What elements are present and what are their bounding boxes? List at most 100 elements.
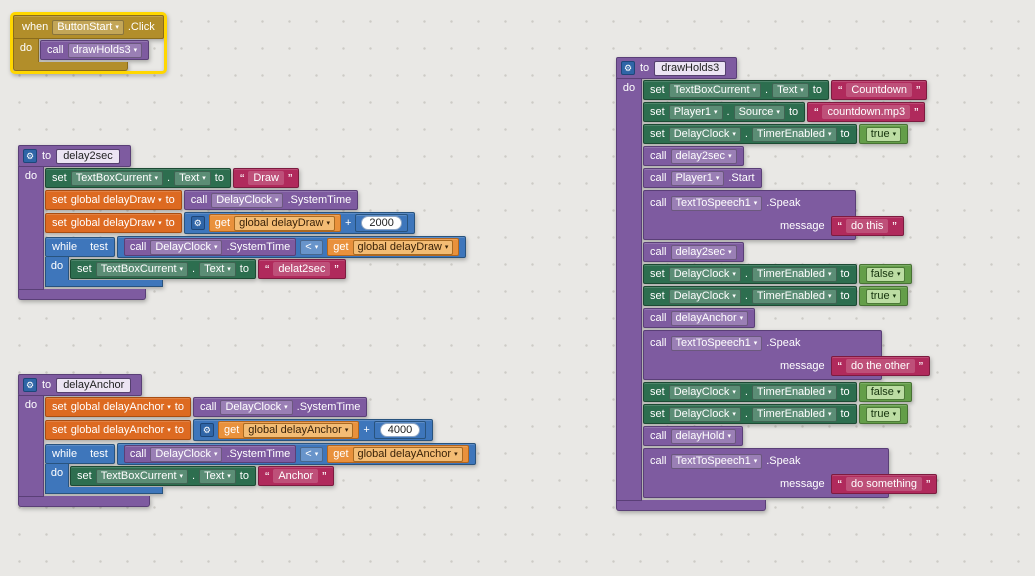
true-dropdown[interactable]: true▾	[865, 126, 902, 142]
delayclock-dropdown[interactable]: DelayClock▾	[668, 288, 741, 304]
timerenabled-dropdown[interactable]: TimerEnabled▾	[751, 266, 837, 282]
text-field[interactable]: do this	[845, 219, 889, 233]
mutator-gear-icon[interactable]: ⚙	[23, 378, 37, 392]
mathnum-block[interactable]: 2000	[355, 214, 408, 232]
player1-dropdown[interactable]: Player1▾	[670, 170, 725, 186]
procedure-name-field[interactable]: delayAnchor	[56, 377, 132, 393]
mutator-gear-icon[interactable]: ⚙	[199, 423, 214, 437]
global-delaydraw-dropdown[interactable]: global delayDraw▾	[71, 216, 162, 231]
logic-block[interactable]: true▾	[858, 124, 909, 144]
source-dropdown[interactable]: Source▾	[733, 104, 785, 120]
delayclock-dropdown[interactable]: DelayClock▾	[220, 399, 293, 415]
text-string-block[interactable]: “countdown.mp3”	[807, 102, 926, 122]
true-dropdown[interactable]: true▾	[865, 288, 902, 304]
timerenabled-dropdown[interactable]: TimerEnabled▾	[751, 384, 837, 400]
delay2sec-dropdown[interactable]: delay2sec▾	[670, 148, 737, 164]
text-dropdown[interactable]: Text▾	[199, 261, 236, 277]
text-field[interactable]: Anchor	[273, 469, 319, 483]
buttonstart-dropdown[interactable]: ButtonStart▾	[52, 19, 124, 35]
global-delaydraw-dropdown[interactable]: global delayDraw▾	[234, 215, 335, 231]
procedure-name-field[interactable]: drawHolds3	[654, 60, 727, 76]
timerenabled-dropdown[interactable]: TimerEnabled▾	[751, 126, 837, 142]
delayanchor-dropdown[interactable]: delayAnchor▾	[670, 310, 749, 326]
global-delayanchor-dropdown[interactable]: global delayAnchor▾	[71, 400, 171, 415]
global-delayanchor-dropdown[interactable]: global delayAnchor▾	[71, 423, 171, 438]
mutator-gear-icon[interactable]: ⚙	[621, 61, 635, 75]
logic-block[interactable]: true▾	[858, 286, 909, 306]
text-string-block[interactable]: “delat2sec”	[257, 259, 346, 279]
text-dropdown[interactable]: Text▾	[199, 468, 236, 484]
text-dropdown[interactable]: Text▾	[174, 170, 211, 186]
delayclock-dropdown[interactable]: DelayClock▾	[668, 126, 741, 142]
text-field[interactable]: do the other	[845, 359, 915, 373]
global-delayanchor-dropdown[interactable]: global delayAnchor▾	[352, 446, 463, 462]
text-string-block[interactable]: “do something”	[830, 474, 938, 494]
text-field[interactable]: do something	[845, 477, 923, 491]
textboxcurrent-dropdown[interactable]: TextBoxCurrent▾	[95, 261, 189, 277]
false-dropdown[interactable]: false▾	[865, 384, 906, 400]
text-string-block[interactable]: “do this”	[830, 216, 904, 236]
delayclock-dropdown[interactable]: DelayClock▾	[668, 266, 741, 282]
texttospeech1-dropdown[interactable]: TextToSpeech1▾	[670, 195, 763, 211]
text-field[interactable]: delat2sec	[273, 262, 331, 276]
texttospeech1-dropdown[interactable]: TextToSpeech1▾	[670, 335, 763, 351]
textboxcurrent-dropdown[interactable]: TextBoxCurrent▾	[70, 170, 164, 186]
delay2sec-dropdown[interactable]: delay2sec▾	[670, 244, 737, 260]
texttospeech1-dropdown[interactable]: TextToSpeech1▾	[670, 453, 763, 469]
item-dropdown[interactable]: <▾	[300, 239, 324, 255]
true-dropdown[interactable]: true▾	[865, 406, 902, 422]
delayclock-dropdown[interactable]: DelayClock▾	[668, 406, 741, 422]
logic-block[interactable]: true▾	[858, 404, 909, 424]
text-string-block[interactable]: “Countdown”	[830, 80, 928, 100]
logic-block[interactable]: false▾	[858, 382, 913, 402]
text-string-block[interactable]: “do the other”	[830, 356, 931, 376]
number-field[interactable]: 2000	[361, 216, 402, 230]
global-delaydraw-dropdown[interactable]: global delayDraw▾	[352, 239, 454, 255]
player1-dropdown[interactable]: Player1▾	[668, 104, 723, 120]
text-field[interactable]: countdown.mp3	[822, 105, 911, 119]
logic-block[interactable]: false▾	[858, 264, 913, 284]
delayclock-dropdown[interactable]: DelayClock▾	[150, 446, 223, 462]
text-dropdown[interactable]: Text▾	[772, 82, 809, 98]
timerenabled-dropdown[interactable]: TimerEnabled▾	[751, 288, 837, 304]
text-string-block[interactable]: “Anchor”	[257, 466, 334, 486]
delayclock-dropdown[interactable]: DelayClock▾	[668, 384, 741, 400]
procedure-name-field[interactable]: delay2sec	[56, 148, 120, 164]
drawholds3-dropdown[interactable]: drawHolds3▾	[67, 42, 143, 58]
